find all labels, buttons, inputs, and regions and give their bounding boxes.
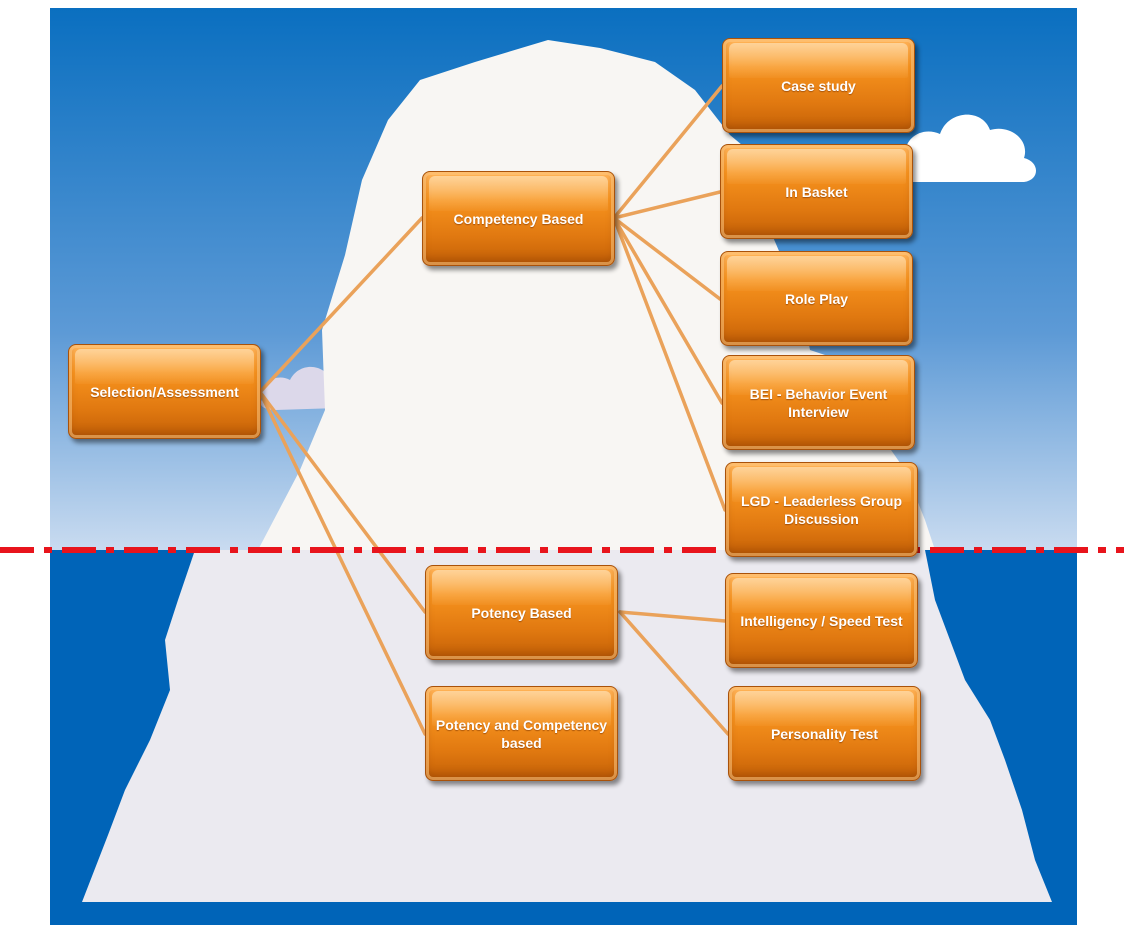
node-bei-behavior-event-interview[interactable]: BEI - Behavior Event Interview	[722, 355, 915, 450]
connector-root-potency-competency	[258, 390, 427, 736]
node-label: Competency Based	[453, 210, 584, 227]
node-competency-based[interactable]: Competency Based	[422, 171, 615, 266]
connector-potency-personality	[618, 610, 730, 736]
node-label: BEI - Behavior Event Interview	[749, 385, 888, 420]
node-label: In Basket	[785, 183, 848, 200]
connector-competency-lgd	[612, 216, 727, 512]
node-role-play[interactable]: Role Play	[720, 251, 913, 346]
node-label: Personality Test	[770, 725, 879, 742]
node-lgd-leaderless-group-discussion[interactable]: LGD - Leaderless Group Discussion	[725, 462, 918, 557]
connectors	[258, 84, 730, 736]
node-in-basket[interactable]: In Basket	[720, 144, 913, 239]
connector-root-competency	[258, 216, 424, 394]
connector-root-potency	[258, 390, 427, 614]
node-label: Intelligency / Speed Test	[740, 612, 903, 629]
connector-competency-in-basket	[612, 190, 722, 220]
node-intelligency-speed-test[interactable]: Intelligency / Speed Test	[725, 573, 918, 668]
node-label: Potency and Competency based	[435, 716, 608, 751]
node-label: Role Play	[784, 290, 849, 307]
node-potency-and-competency-based[interactable]: Potency and Competency based	[425, 686, 618, 781]
connector-competency-bei	[612, 216, 724, 405]
node-potency-based[interactable]: Potency Based	[425, 565, 618, 660]
node-label: Selection/Assessment	[90, 383, 239, 400]
node-label: Potency Based	[471, 604, 572, 621]
connector-potency-intelligency	[618, 610, 727, 623]
node-label: LGD - Leaderless Group Discussion	[740, 492, 903, 527]
connector-competency-role-play	[612, 216, 722, 301]
node-label: Case study	[781, 77, 856, 94]
cloud-right	[898, 114, 1036, 182]
connector-competency-case-study	[612, 84, 724, 220]
node-case-study[interactable]: Case study	[722, 38, 915, 133]
node-personality-test[interactable]: Personality Test	[728, 686, 921, 781]
node-selection-assessment[interactable]: Selection/Assessment	[68, 344, 261, 439]
